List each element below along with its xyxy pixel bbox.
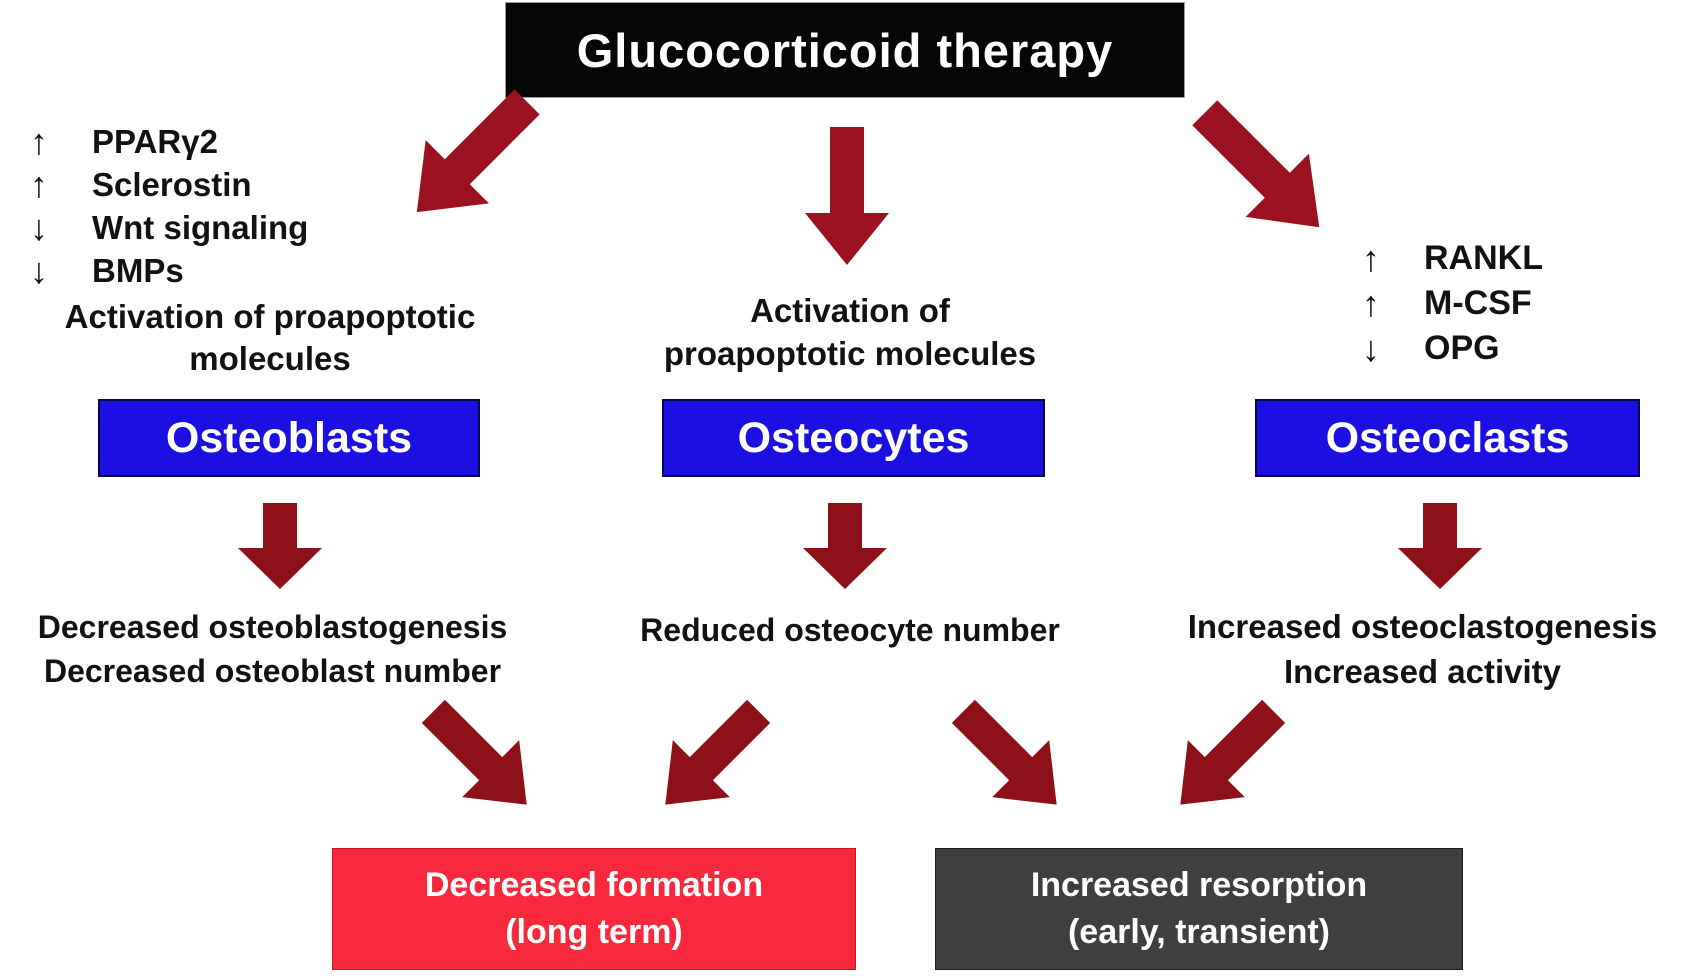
arrow-down-icon <box>797 127 897 265</box>
resorption-line1: Increased resorption <box>1030 866 1368 904</box>
osteoclasts-label: Osteoclasts <box>1325 413 1570 462</box>
middle-activation-text: Activation of proapoptotic molecules <box>600 289 1100 375</box>
factor-row: ↓ BMPs <box>30 249 308 292</box>
osteoclast-outcome-line2: Increased activity <box>1284 653 1561 690</box>
osteoblast-factor-list: ↑ PPARγ2 ↑ Sclerostin ↓ Wnt signaling ↓ … <box>30 120 308 292</box>
up-arrow-icon: ↑ <box>30 163 48 205</box>
formation-line1: Decreased formation <box>424 866 764 904</box>
arrow-down-right-icon <box>1168 76 1356 264</box>
osteocyte-outcome-line1: Reduced osteocyte number <box>640 612 1060 648</box>
factor-label: Sclerostin <box>92 165 252 203</box>
middle-activation-line1: Activation of <box>750 292 950 329</box>
resorption-line2: (early, transient) <box>1067 913 1330 951</box>
middle-activation-line2: proapoptotic molecules <box>663 335 1037 372</box>
osteocytes-label: Osteocytes <box>737 413 970 462</box>
factor-row: ↓ OPG <box>1362 326 1543 371</box>
osteoblast-outcome-line2: Decreased osteoblast number <box>43 653 502 689</box>
osteoblasts-label: Osteoblasts <box>165 413 413 462</box>
osteoclast-outcome-line1: Increased osteoclastogenesis <box>1187 608 1658 645</box>
factor-row: ↑ RANKL <box>1362 236 1543 281</box>
factor-label: BMPs <box>92 251 184 289</box>
osteoblast-outcome-line1: Decreased osteoblastogenesis <box>37 609 508 645</box>
factor-row: ↑ M-CSF <box>1362 281 1543 326</box>
left-activation-line1: Activation of proapoptotic <box>64 298 476 335</box>
factor-label: PPARγ2 <box>92 122 218 160</box>
formation-line2: (long term) <box>505 913 683 951</box>
osteoblast-outcome-text: Decreased osteoblastogenesis Decreased o… <box>0 605 545 693</box>
header-title: Glucocorticoid therapy <box>576 23 1114 77</box>
osteoclast-factor-list: ↑ RANKL ↑ M-CSF ↓ OPG <box>1362 236 1543 371</box>
factor-label: Wnt signaling <box>92 208 309 246</box>
left-activation-line2: molecules <box>189 340 351 377</box>
arrow-down-left-icon <box>380 65 564 249</box>
up-arrow-icon: ↑ <box>30 120 48 162</box>
down-arrow-icon: ↓ <box>1362 327 1380 369</box>
arrow-down-icon <box>795 503 895 591</box>
factor-row: ↑ Sclerostin <box>30 163 308 206</box>
osteocyte-outcome-text: Reduced osteocyte number <box>600 608 1100 652</box>
arrow-down-icon <box>230 503 330 591</box>
up-arrow-icon: ↑ <box>1362 282 1380 324</box>
osteoclasts-box: Osteoclasts <box>1255 399 1640 477</box>
osteoblasts-box: Osteoblasts <box>98 399 480 477</box>
arrow-down-left-icon <box>1146 677 1307 838</box>
factor-label: RANKL <box>1424 239 1543 277</box>
arrow-down-right-icon <box>929 677 1090 838</box>
arrow-down-icon <box>1390 503 1490 591</box>
osteocytes-box: Osteocytes <box>662 399 1045 477</box>
osteoclast-outcome-text: Increased osteoclastogenesis Increased a… <box>1140 604 1684 694</box>
factor-label: OPG <box>1424 329 1500 367</box>
factor-label: M-CSF <box>1424 284 1532 322</box>
arrow-down-left-icon <box>631 677 792 838</box>
decreased-formation-box: Decreased formation (long term) <box>332 848 856 970</box>
down-arrow-icon: ↓ <box>30 249 48 291</box>
header-box: Glucocorticoid therapy <box>505 2 1185 98</box>
increased-resorption-box: Increased resorption (early, transient) <box>935 848 1463 970</box>
factor-row: ↑ PPARγ2 <box>30 120 308 163</box>
up-arrow-icon: ↑ <box>1362 237 1380 279</box>
down-arrow-icon: ↓ <box>30 206 48 248</box>
factor-row: ↓ Wnt signaling <box>30 206 308 249</box>
left-activation-text: Activation of proapoptotic molecules <box>10 296 530 380</box>
arrow-down-right-icon <box>399 677 560 838</box>
